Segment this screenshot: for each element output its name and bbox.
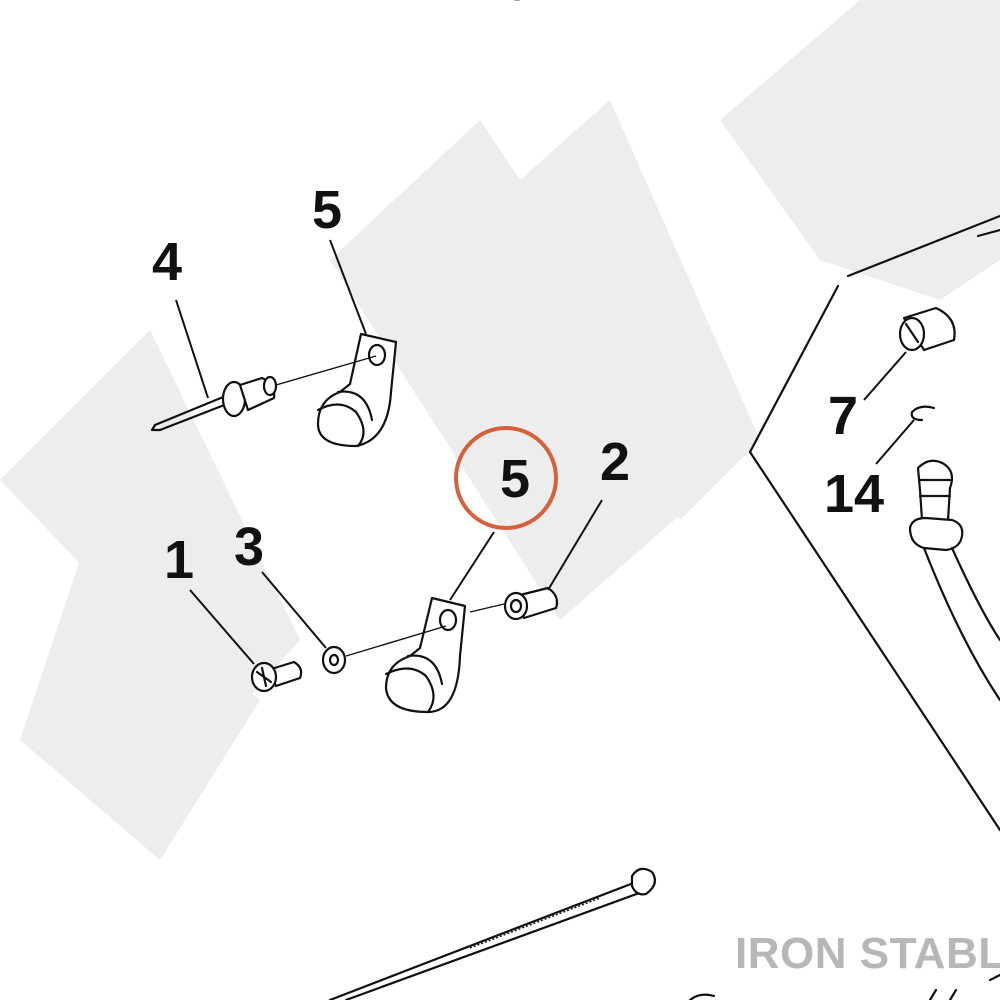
leader-7	[863, 351, 907, 401]
cropped-label-bottom-right	[928, 973, 1000, 1000]
callout-5-top[interactable]: 5	[312, 180, 342, 240]
well-nut-part-2[interactable]	[503, 586, 559, 621]
brand-watermark: IRON STABLE	[735, 929, 1000, 978]
screw-part-1[interactable]	[250, 660, 303, 693]
callout-3[interactable]: 3	[234, 517, 264, 577]
assembly-line-rivet	[275, 355, 377, 386]
callout-7[interactable]: 7	[828, 386, 858, 446]
cropped-top-label: 15	[484, 0, 529, 9]
callout-4[interactable]: 4	[152, 232, 182, 292]
clip-part-14[interactable]	[910, 405, 936, 422]
assembly-line-wellnut	[469, 603, 505, 613]
right-bracket-lines	[748, 214, 1000, 832]
leader-5-top	[329, 239, 367, 335]
washer-part-3[interactable]	[321, 645, 347, 675]
leader-4	[175, 299, 209, 399]
callout-2[interactable]: 2	[600, 432, 630, 492]
cap-part-7[interactable]	[898, 306, 956, 352]
assembly-line-washer	[345, 625, 447, 657]
clamp-lower-part-5[interactable]	[384, 596, 467, 714]
cable-tie[interactable]	[328, 867, 657, 1000]
leader-2	[547, 499, 603, 591]
leader-5-highlighted	[449, 531, 495, 601]
leader-1	[189, 589, 255, 665]
background-watermark-shapes	[0, 0, 1000, 860]
callout-5-highlighted[interactable]: 5	[500, 449, 530, 509]
cropped-part-bottom	[688, 993, 716, 1000]
clamp-upper-part-5[interactable]	[316, 332, 398, 448]
hose-assembly[interactable]	[908, 459, 1000, 702]
rivet-part-4[interactable]	[150, 375, 278, 432]
highlight-circle	[454, 426, 558, 530]
callout-14[interactable]: 14	[824, 464, 884, 524]
callout-1[interactable]: 1	[164, 530, 194, 590]
leader-3	[261, 571, 327, 649]
leader-14	[875, 419, 915, 465]
